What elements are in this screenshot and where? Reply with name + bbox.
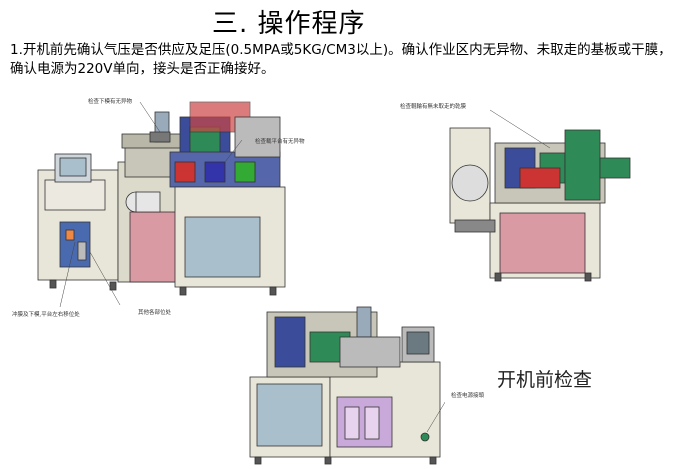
machine-front-illustration: [37, 101, 286, 308]
annotation-label: 其他各部位处: [138, 310, 172, 316]
annotation-label: 检查载平台有无异物: [255, 139, 305, 145]
annotation-label: 检查下模有无异物: [88, 99, 133, 105]
machine-side-illustration: [449, 109, 631, 282]
annotation-label: 冲膜及下模,平台左右移位处: [12, 312, 80, 318]
figure-caption: 开机前检查: [497, 369, 593, 391]
annotation-label: 检查輥輪有無未取走的乾膜: [400, 104, 467, 110]
annotation-label: 检查电源接頭: [451, 393, 485, 399]
instruction-paragraph: 1.开机前先确认气压是否供应及足压(0.5MPA或5KG/CM3以上)。确认作业…: [10, 42, 672, 77]
machine-rear-illustration: [249, 306, 445, 465]
page-title: 三. 操作程序: [212, 9, 366, 39]
